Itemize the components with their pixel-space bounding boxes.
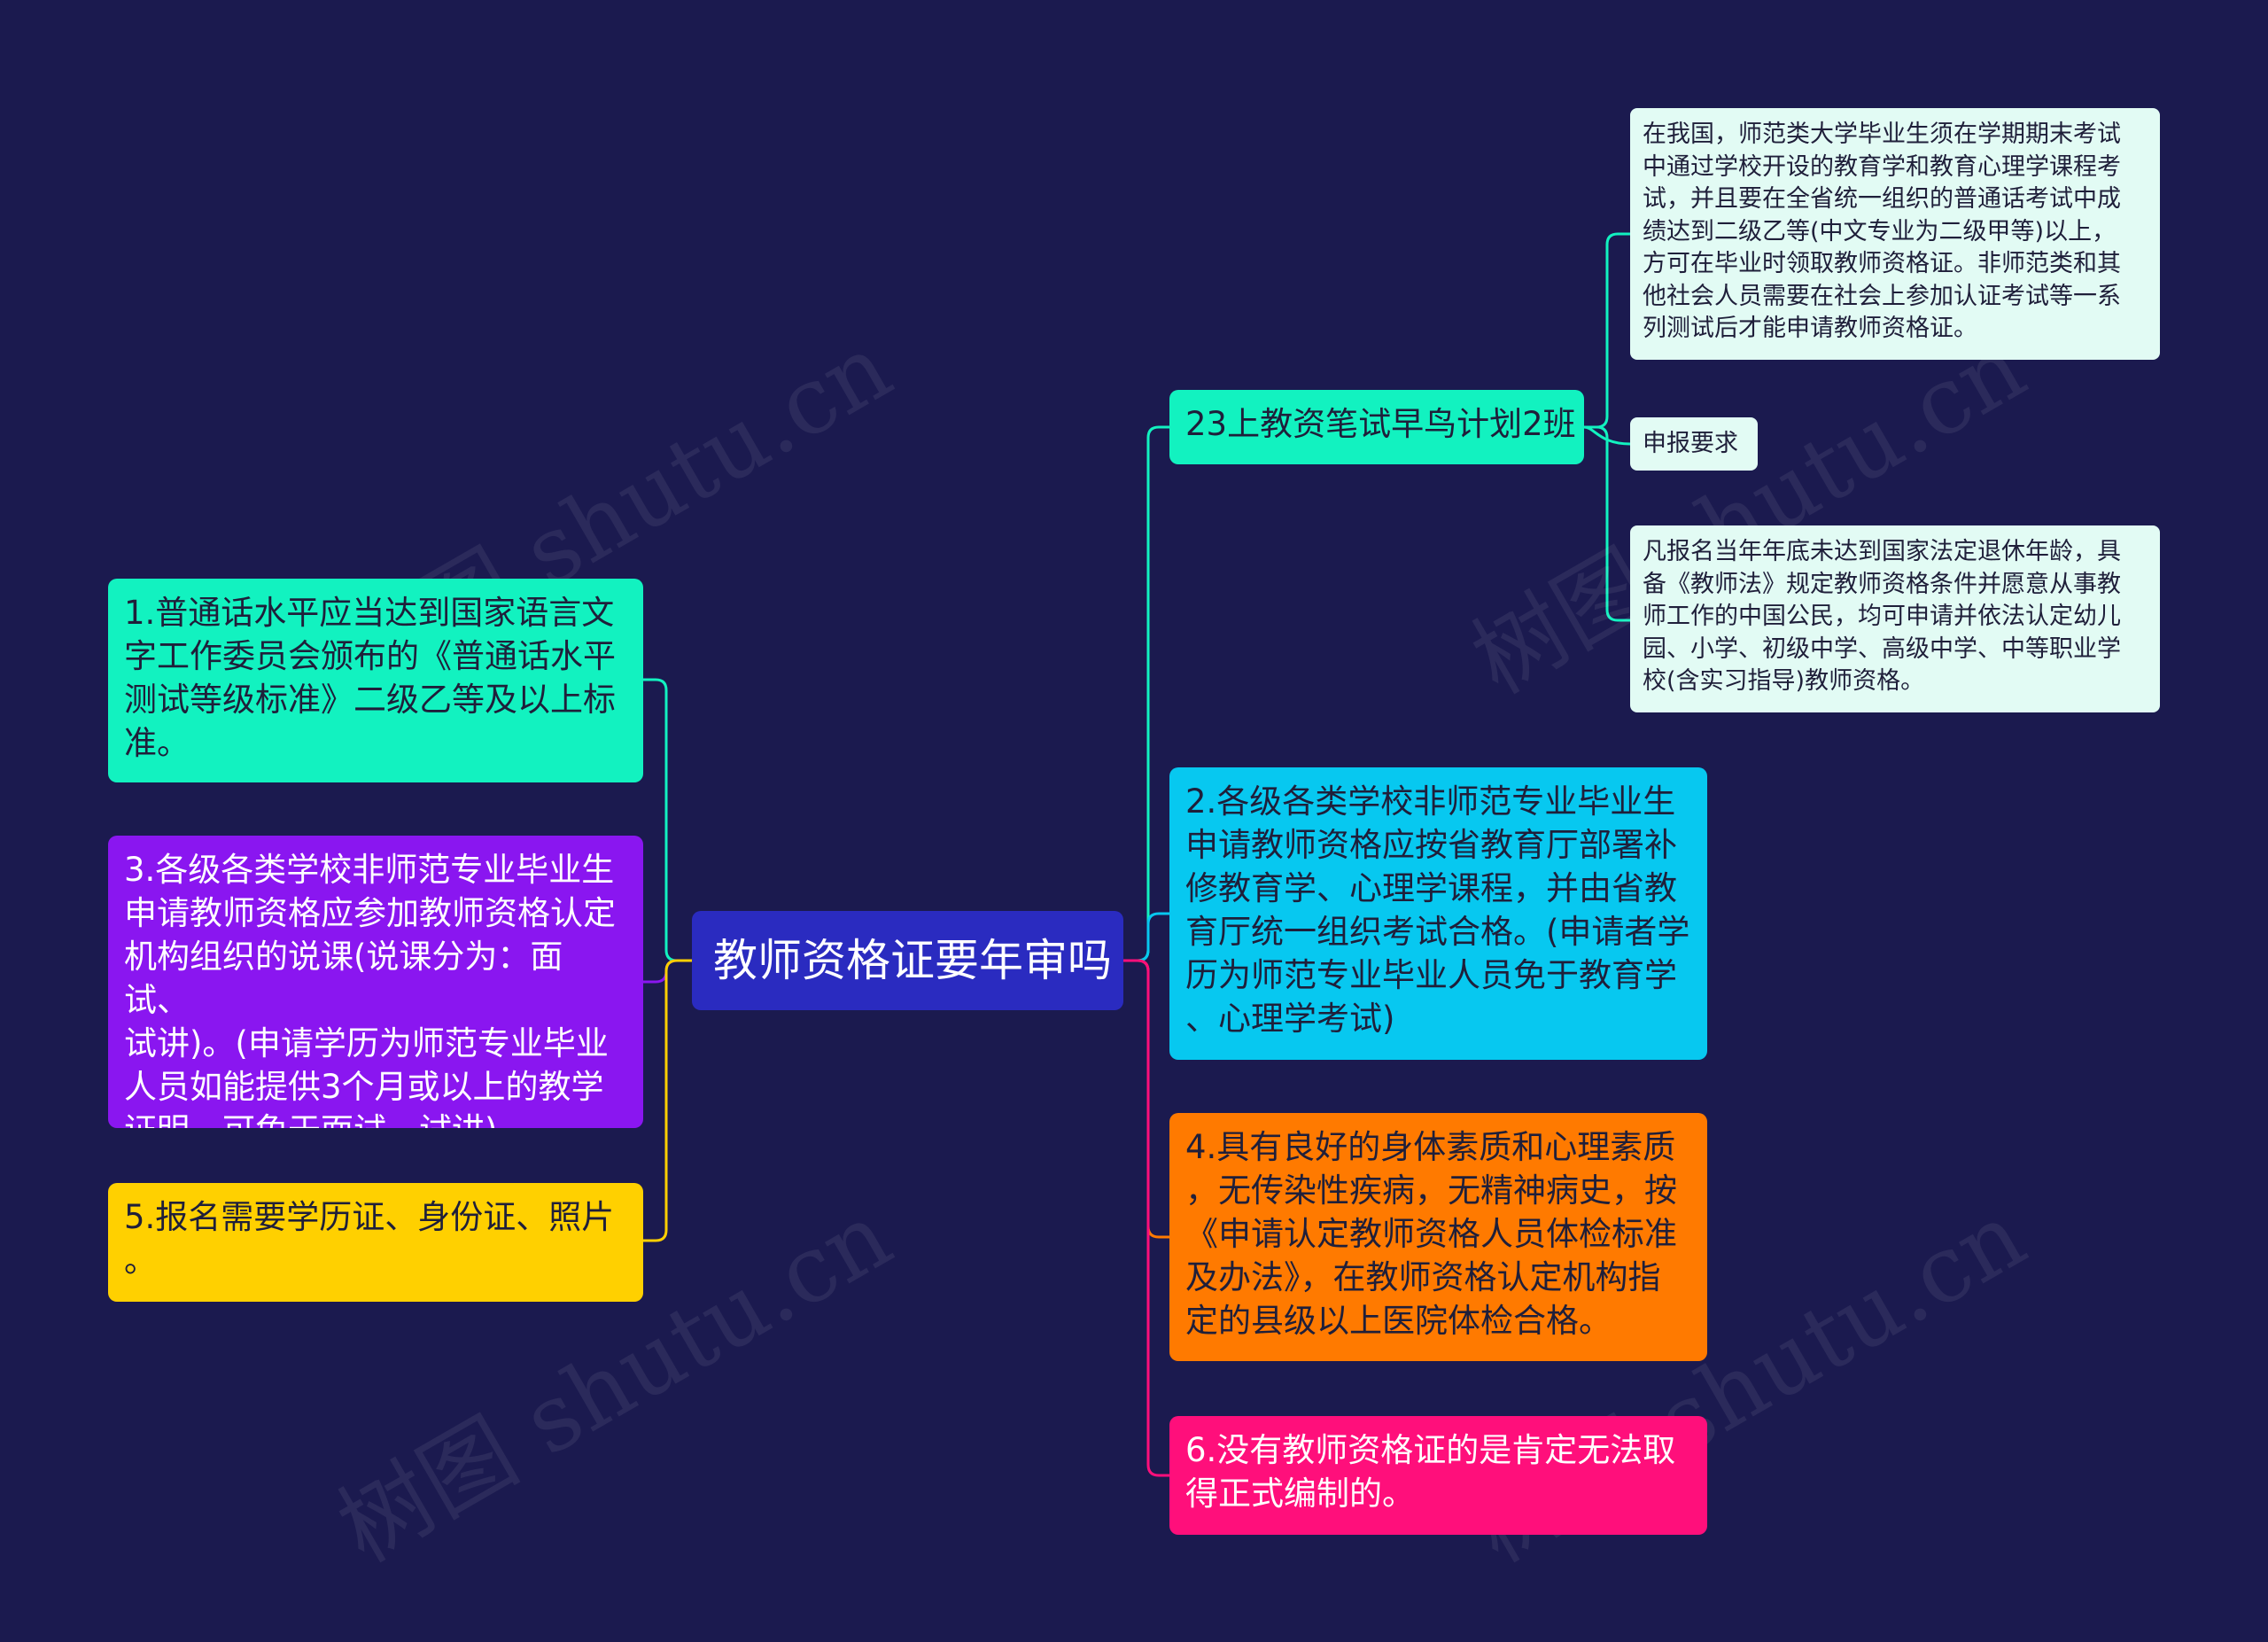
detail-baoming-tiaojian[interactable]: 凡报名当年年底未达到国家法定退休年龄，具 备《教师法》规定教师资格条件并愿意从事…: [1630, 525, 2160, 712]
detail-shifan-requirement[interactable]: 在我国，师范类大学毕业生须在学期期末考试 中通过学校开设的教育学和教育心理学课程…: [1630, 108, 2160, 360]
node-putonghua[interactable]: 1.普通话水平应当达到国家语言文 字工作委员会颁布的《普通话水平 测试等级标准》…: [108, 579, 643, 782]
node-buxiu-kecheng[interactable]: 2.各级各类学校非师范专业毕业生 申请教师资格应按省教育厅部署补 修教育学、心理…: [1169, 767, 1707, 1060]
link-tijian: [1123, 959, 1169, 1239]
node-zaoniao-plan[interactable]: 23上教资笔试早鸟计划2班: [1169, 390, 1584, 464]
link-detail-3: [1584, 425, 1630, 622]
link-zaoniao: [1123, 425, 1169, 962]
node-bianzhi[interactable]: 6.没有教师资格证的是肯定无法取 得正式编制的。: [1169, 1416, 1707, 1535]
node-shuoke[interactable]: 3.各级各类学校非师范专业毕业生 申请教师资格应参加教师资格认定 机构组织的说课…: [108, 836, 643, 1128]
detail-shenbao-yaoqiu[interactable]: 申报要求: [1630, 417, 1758, 471]
node-tijian[interactable]: 4.具有良好的身体素质和心理素质 ，无传染性疾病，无精神病史，按 《申请认定教师…: [1169, 1113, 1707, 1361]
link-buxiu: [1123, 912, 1169, 962]
link-baoming: [643, 959, 692, 1242]
node-baoming[interactable]: 5.报名需要学历证、身份证、照片 。: [108, 1183, 643, 1302]
root-node[interactable]: 教师资格证要年审吗: [692, 911, 1123, 1010]
link-putonghua: [643, 678, 692, 962]
link-bianzhi: [1123, 959, 1169, 1477]
link-detail-1: [1584, 232, 1630, 429]
